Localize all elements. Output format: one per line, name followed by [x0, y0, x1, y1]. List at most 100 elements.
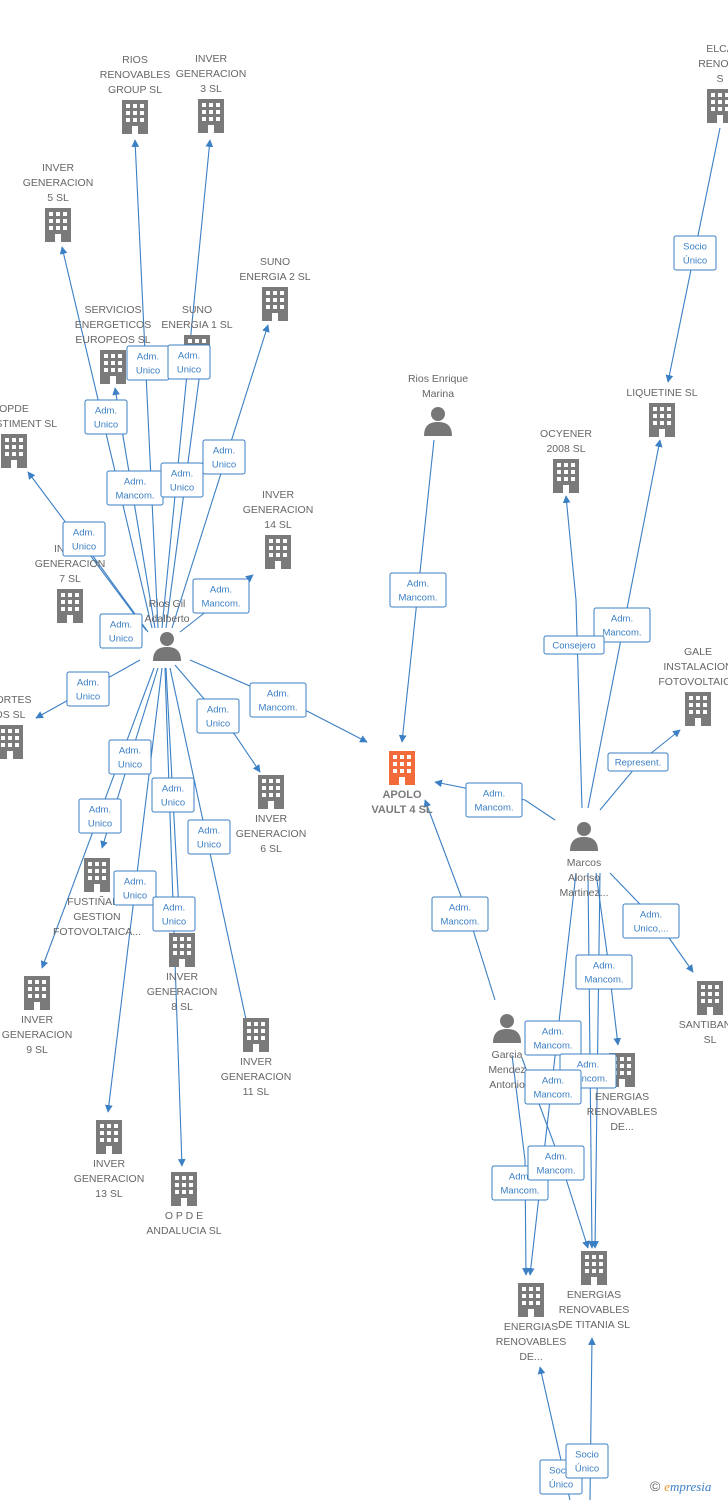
edge-label-box [389, 572, 447, 608]
node-liquetine[interactable]: LIQUETINE SL [626, 387, 698, 437]
edge-label-text: Adm.Unico [109, 620, 133, 645]
edge-label-text: Consejero [552, 641, 595, 652]
node-gale[interactable]: GALEINSTALACIONFOTOVOLTAICA [658, 646, 728, 726]
edge-label-box [465, 782, 523, 818]
edge-label-apolo-marcos[interactable]: Adm.Mancom. [465, 782, 523, 818]
edge-label-text: Adm.Mancom. [533, 1027, 572, 1052]
edge-label-fustinana[interactable]: Adm.Unico [108, 739, 152, 775]
edge-label-box [543, 635, 605, 655]
edge-label-text: Adm.Mancom. [398, 579, 437, 604]
edge-label-box [527, 1145, 585, 1181]
edge-label-servicios[interactable]: Adm.Mancom. [106, 470, 164, 506]
edge-label-text: Adm.Mancom. [115, 477, 154, 502]
edge-inver5 [59, 246, 153, 629]
edge-label-box [431, 896, 489, 932]
edge-label-box [196, 698, 240, 734]
node-label: ELCARENOVAS [698, 43, 728, 85]
edge-label-apolo-rios[interactable]: Adm.Mancom. [249, 682, 307, 718]
node-elca[interactable]: ELCARENOVAS [698, 43, 728, 123]
edge-label-inver7[interactable]: Adm.Unico [99, 613, 143, 649]
edge-label-text: Adm.Unico [136, 352, 160, 377]
edge-label-energias-a[interactable]: Adm.Mancom. [575, 954, 633, 990]
brand-logo[interactable]: empresia [664, 1479, 712, 1494]
edge-label-inver8[interactable]: Adm.Unico [151, 777, 195, 813]
edge-label-box [99, 613, 143, 649]
edge-label-apolo-enrique[interactable]: Adm.Mancom. [389, 572, 447, 608]
edge-label-opde-and[interactable]: Adm.Unico [152, 896, 196, 932]
edge-label-opde-invest[interactable]: Adm.Unico [62, 521, 106, 557]
edge-label-suno1[interactable]: Adm.Unico [160, 462, 204, 498]
building-icon [243, 1018, 269, 1052]
building-icon [262, 287, 288, 321]
edge-label-apolo-garcia[interactable]: Adm.Mancom. [431, 896, 489, 932]
edge-label-text: Adm.Unico [88, 805, 112, 830]
edge-label-m5[interactable]: Adm.Mancom. [527, 1145, 585, 1181]
edge-label-inver9[interactable]: Adm.Unico [78, 798, 122, 834]
edge-label-liquetine[interactable]: Adm.Mancom. [593, 607, 651, 643]
edge-label-inver3[interactable]: Adm.Unico [167, 344, 211, 380]
edge-label-ocyener[interactable]: Consejero [543, 635, 605, 655]
node-portes[interactable]: PORTESOS SL [0, 694, 31, 759]
node-santibanez[interactable]: SANTIBANIESL [679, 981, 728, 1046]
copyright-symbol: © [650, 1478, 661, 1494]
edge-label-inver14[interactable]: Adm.Mancom. [192, 578, 250, 614]
edge-label-text: Adm.Unico [206, 705, 230, 730]
edge-label-m1[interactable]: Adm.Mancom. [524, 1020, 582, 1056]
edge-label-box [84, 399, 128, 435]
edge-label-box [160, 462, 204, 498]
edge-label-text: Adm.Mancom. [536, 1152, 575, 1177]
building-icon [553, 459, 579, 493]
edge-label-inver13[interactable]: Adm.Unico [113, 870, 157, 906]
node-opde-invest[interactable]: OPDEINVESTIMENT SL [0, 403, 57, 468]
edge-label-text: Adm.Unico [161, 784, 185, 809]
edge-label-suno2[interactable]: Adm.Unico [202, 439, 246, 475]
edge-label-inver5[interactable]: Adm.Unico [84, 399, 128, 435]
edge-label-box [108, 739, 152, 775]
edge-label-santibanez[interactable]: Adm.Unico,... [622, 903, 680, 939]
building-icon [96, 1120, 122, 1154]
edge-label-text: Adm.Unico [177, 351, 201, 376]
edge-ocyener [562, 495, 583, 809]
edge-inver3 [161, 139, 214, 629]
edge-label-box [575, 954, 633, 990]
edge-m4 [511, 1054, 530, 1276]
edge-label-inver11[interactable]: Adm.Unico [187, 819, 231, 855]
edge-label-inver6[interactable]: Adm.Unico [196, 698, 240, 734]
building-icon [697, 981, 723, 1015]
edge-label-portes[interactable]: Adm.Unico [66, 671, 110, 707]
edge-label-gale[interactable]: Represent. [607, 752, 669, 772]
edge-label-rios-renov[interactable]: Adm.Unico [126, 345, 170, 381]
edge-label-m3[interactable]: Adm.Mancom. [524, 1069, 582, 1105]
